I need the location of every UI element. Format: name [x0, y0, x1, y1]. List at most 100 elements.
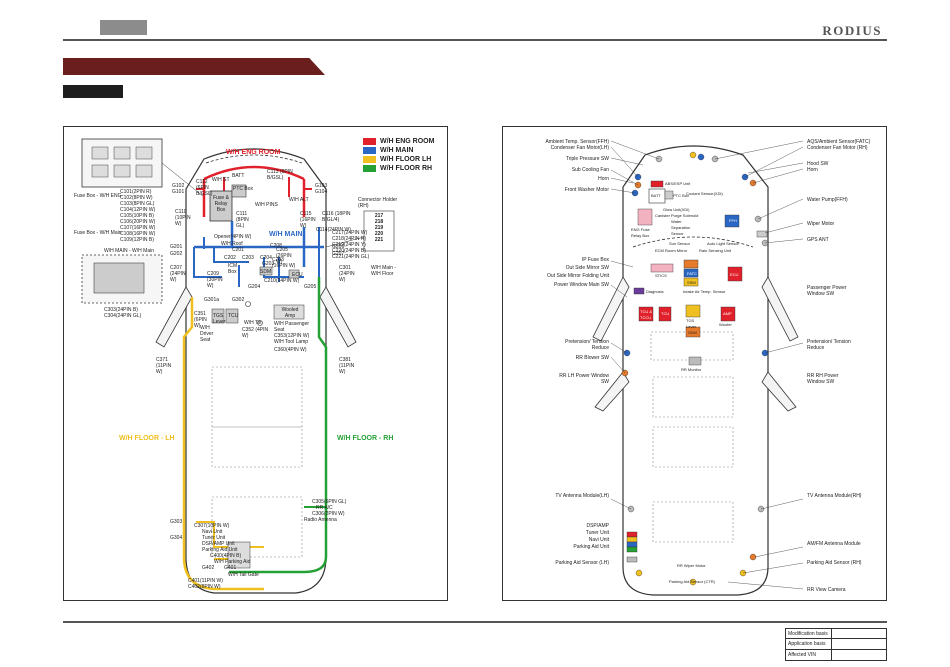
main-title: W/H MAIN: [269, 231, 303, 238]
rr-passenger-window: Passenger Power Window SW: [807, 285, 847, 297]
in-canister: Canister Purge Solenoid: [655, 213, 699, 218]
label-wh-alt: W/H ALT: [289, 197, 309, 203]
header-rule: [63, 39, 887, 41]
in-diagnosis: Diagnosis: [646, 289, 664, 294]
label-c301: C301 (24PIN W): [339, 265, 355, 283]
in-ecm-mirror: ECM Room Mirror: [655, 248, 688, 253]
revision-value: [832, 629, 886, 638]
subsection-tab: [63, 85, 123, 98]
rl-tuner: Tuner Unit: [585, 530, 609, 536]
revision-table: Modification basis Application basis Aff…: [785, 628, 887, 661]
label-g104: G104: [315, 189, 328, 195]
rl-rr-lh-window: RR LH Power Window SW: [559, 373, 609, 385]
fuse-connector-list: C101(2PIN R) C102(8PIN W) C103(8PIN GL) …: [120, 189, 155, 243]
rr-amfm-ant: AM/FM Antenna Module: [807, 541, 861, 547]
label-c204: C204: [260, 255, 272, 261]
legend-eng-room: W/H ENG ROOM: [363, 137, 434, 146]
in-rr-monitor: RR Monitor: [681, 367, 702, 372]
label-navi: Navi Unit: [202, 529, 223, 535]
in-stics: STICS: [655, 273, 667, 278]
revision-key: Affected VIN: [786, 650, 832, 660]
in-intake-air: Intake Air Temp. Sensor: [683, 289, 726, 294]
label-rr-ac: RR A/C: [316, 505, 333, 511]
rr-parking-sensor-rh: Parking Aid Sensor (RH): [807, 560, 862, 566]
label-batt: BATT: [232, 173, 245, 179]
label-wh-tailgate: W/H Tail Gate: [228, 572, 259, 578]
rr-pretension-rh: Pretension/ Tension Reduce: [807, 339, 851, 351]
right-location-panel: Ambient Temp. Sensor(FFH) Condenser Fan …: [502, 126, 887, 601]
header-tab: [100, 20, 147, 35]
legend-swatch: [363, 156, 376, 163]
rr-horn: Horn: [807, 167, 818, 173]
fuse-conn: C102(8PIN W): [120, 195, 153, 201]
label-wh-passenger: W/H Passenger Seat: [274, 321, 310, 333]
label-c303: C303(24PIN B): [104, 307, 138, 313]
label-opener: Opener(4PIN W): [214, 234, 252, 240]
label-c115: C115 (16PIN W): [300, 211, 316, 229]
legend-label: W/H MAIN: [380, 147, 414, 154]
label-c352: C352 (4PIN W): [242, 327, 269, 339]
in-fatc: FATC: [687, 271, 697, 276]
label-c207: C207 (24PIN W): [170, 265, 186, 283]
label-c208: C208: [270, 243, 282, 249]
fuse-conn: C108(16PIN W): [120, 231, 156, 237]
holder-row: 219: [374, 225, 384, 231]
legend-swatch: [363, 138, 376, 145]
label-c401: C401(11PIN W): [188, 578, 223, 584]
revision-value: [832, 639, 886, 649]
label-c381: C381 (11PIN W): [339, 357, 355, 375]
fuse-conn: C101(2PIN R): [120, 189, 152, 195]
revision-key: Application basis: [786, 639, 832, 649]
rl-ip-fuse: IP Fuse Box: [581, 257, 609, 263]
holder-row: 221: [374, 237, 384, 243]
legend-floor-rh: W/H FLOOR RH: [363, 164, 432, 173]
fusebox-eng-label: Fuse Box - W/H ENG: [74, 193, 122, 199]
section-title-bar: [63, 58, 325, 75]
in-parking-ctr: Parking Aid Sensor (CTR): [669, 579, 716, 584]
revision-value: [832, 650, 886, 660]
in-rain-sensor: Rain Sensing Unit: [699, 248, 732, 253]
legend-swatch: [363, 165, 376, 172]
in-sdm: SDM: [688, 330, 697, 335]
in-tcu: TCU: [661, 311, 670, 316]
revision-row: Application basis: [785, 639, 887, 650]
rl-triple-pressure: Triple Pressure SW: [565, 156, 609, 162]
label-c360: C360(4PIN W): [274, 347, 307, 353]
fuse-conn: C107(16PIN W): [120, 225, 156, 231]
in-amp: AMP: [723, 311, 732, 316]
rl-rr-blower: RR Blower SW: [575, 355, 609, 361]
holder-row: 217: [374, 213, 384, 219]
rr-rear-camera: RR View Camera: [807, 587, 846, 593]
label-tuner: Tuner Unit: [202, 535, 226, 541]
label-c353: C353(12PIN W): [274, 333, 310, 339]
label-icm: ICM Box: [228, 263, 238, 275]
label-g301a: G301a: [204, 297, 220, 303]
rl-sub-cooling: Sub Cooling Fan: [571, 167, 609, 173]
label-c220: C220(24PIN B): [332, 248, 366, 254]
label-g204: G204: [248, 284, 261, 290]
label-c113: C113 (6PIN B/GSL): [267, 169, 293, 181]
label-c203: C203: [242, 255, 254, 261]
in-tcu-tccu: TCU & TCCU: [640, 309, 652, 320]
label-c304: C304(24PIN GL): [104, 313, 142, 319]
rl-parking-sensor-lh: Parking Aid Sensor (LH): [555, 560, 609, 566]
label-g103: G103: [315, 183, 328, 189]
label-c217: C217(24PIN W): [332, 230, 368, 236]
label-g203: G203: [262, 261, 275, 267]
legend-floor-lh: W/H FLOOR LH: [363, 155, 431, 164]
in-eng-fuse: ENG Fuse Relay Box: [631, 227, 650, 238]
label-g402: G402: [202, 565, 215, 571]
label-c371: C371 (11PIN W): [156, 357, 172, 375]
in-ffh: FFH: [729, 218, 737, 223]
brand-logo: RODIUS: [822, 23, 882, 38]
in-coolant: Coolant Sensor(XDi): [686, 191, 723, 196]
label-c203b: C203 (16PIN W): [272, 257, 296, 269]
label-c307: C307(10PIN W): [194, 523, 230, 529]
fuse-conn: C103(8PIN GL): [120, 201, 155, 207]
label-sdm: SDM: [260, 269, 272, 275]
in-glow: Glow Unit(XDi): [663, 207, 690, 212]
left-wiring-diagram: [81, 138, 395, 594]
revision-row: Affected VIN: [785, 650, 887, 661]
label-tcu: TCU: [228, 313, 239, 319]
rl-ambient-temp: Ambient Temp. Sensor(FFH): [545, 139, 609, 145]
